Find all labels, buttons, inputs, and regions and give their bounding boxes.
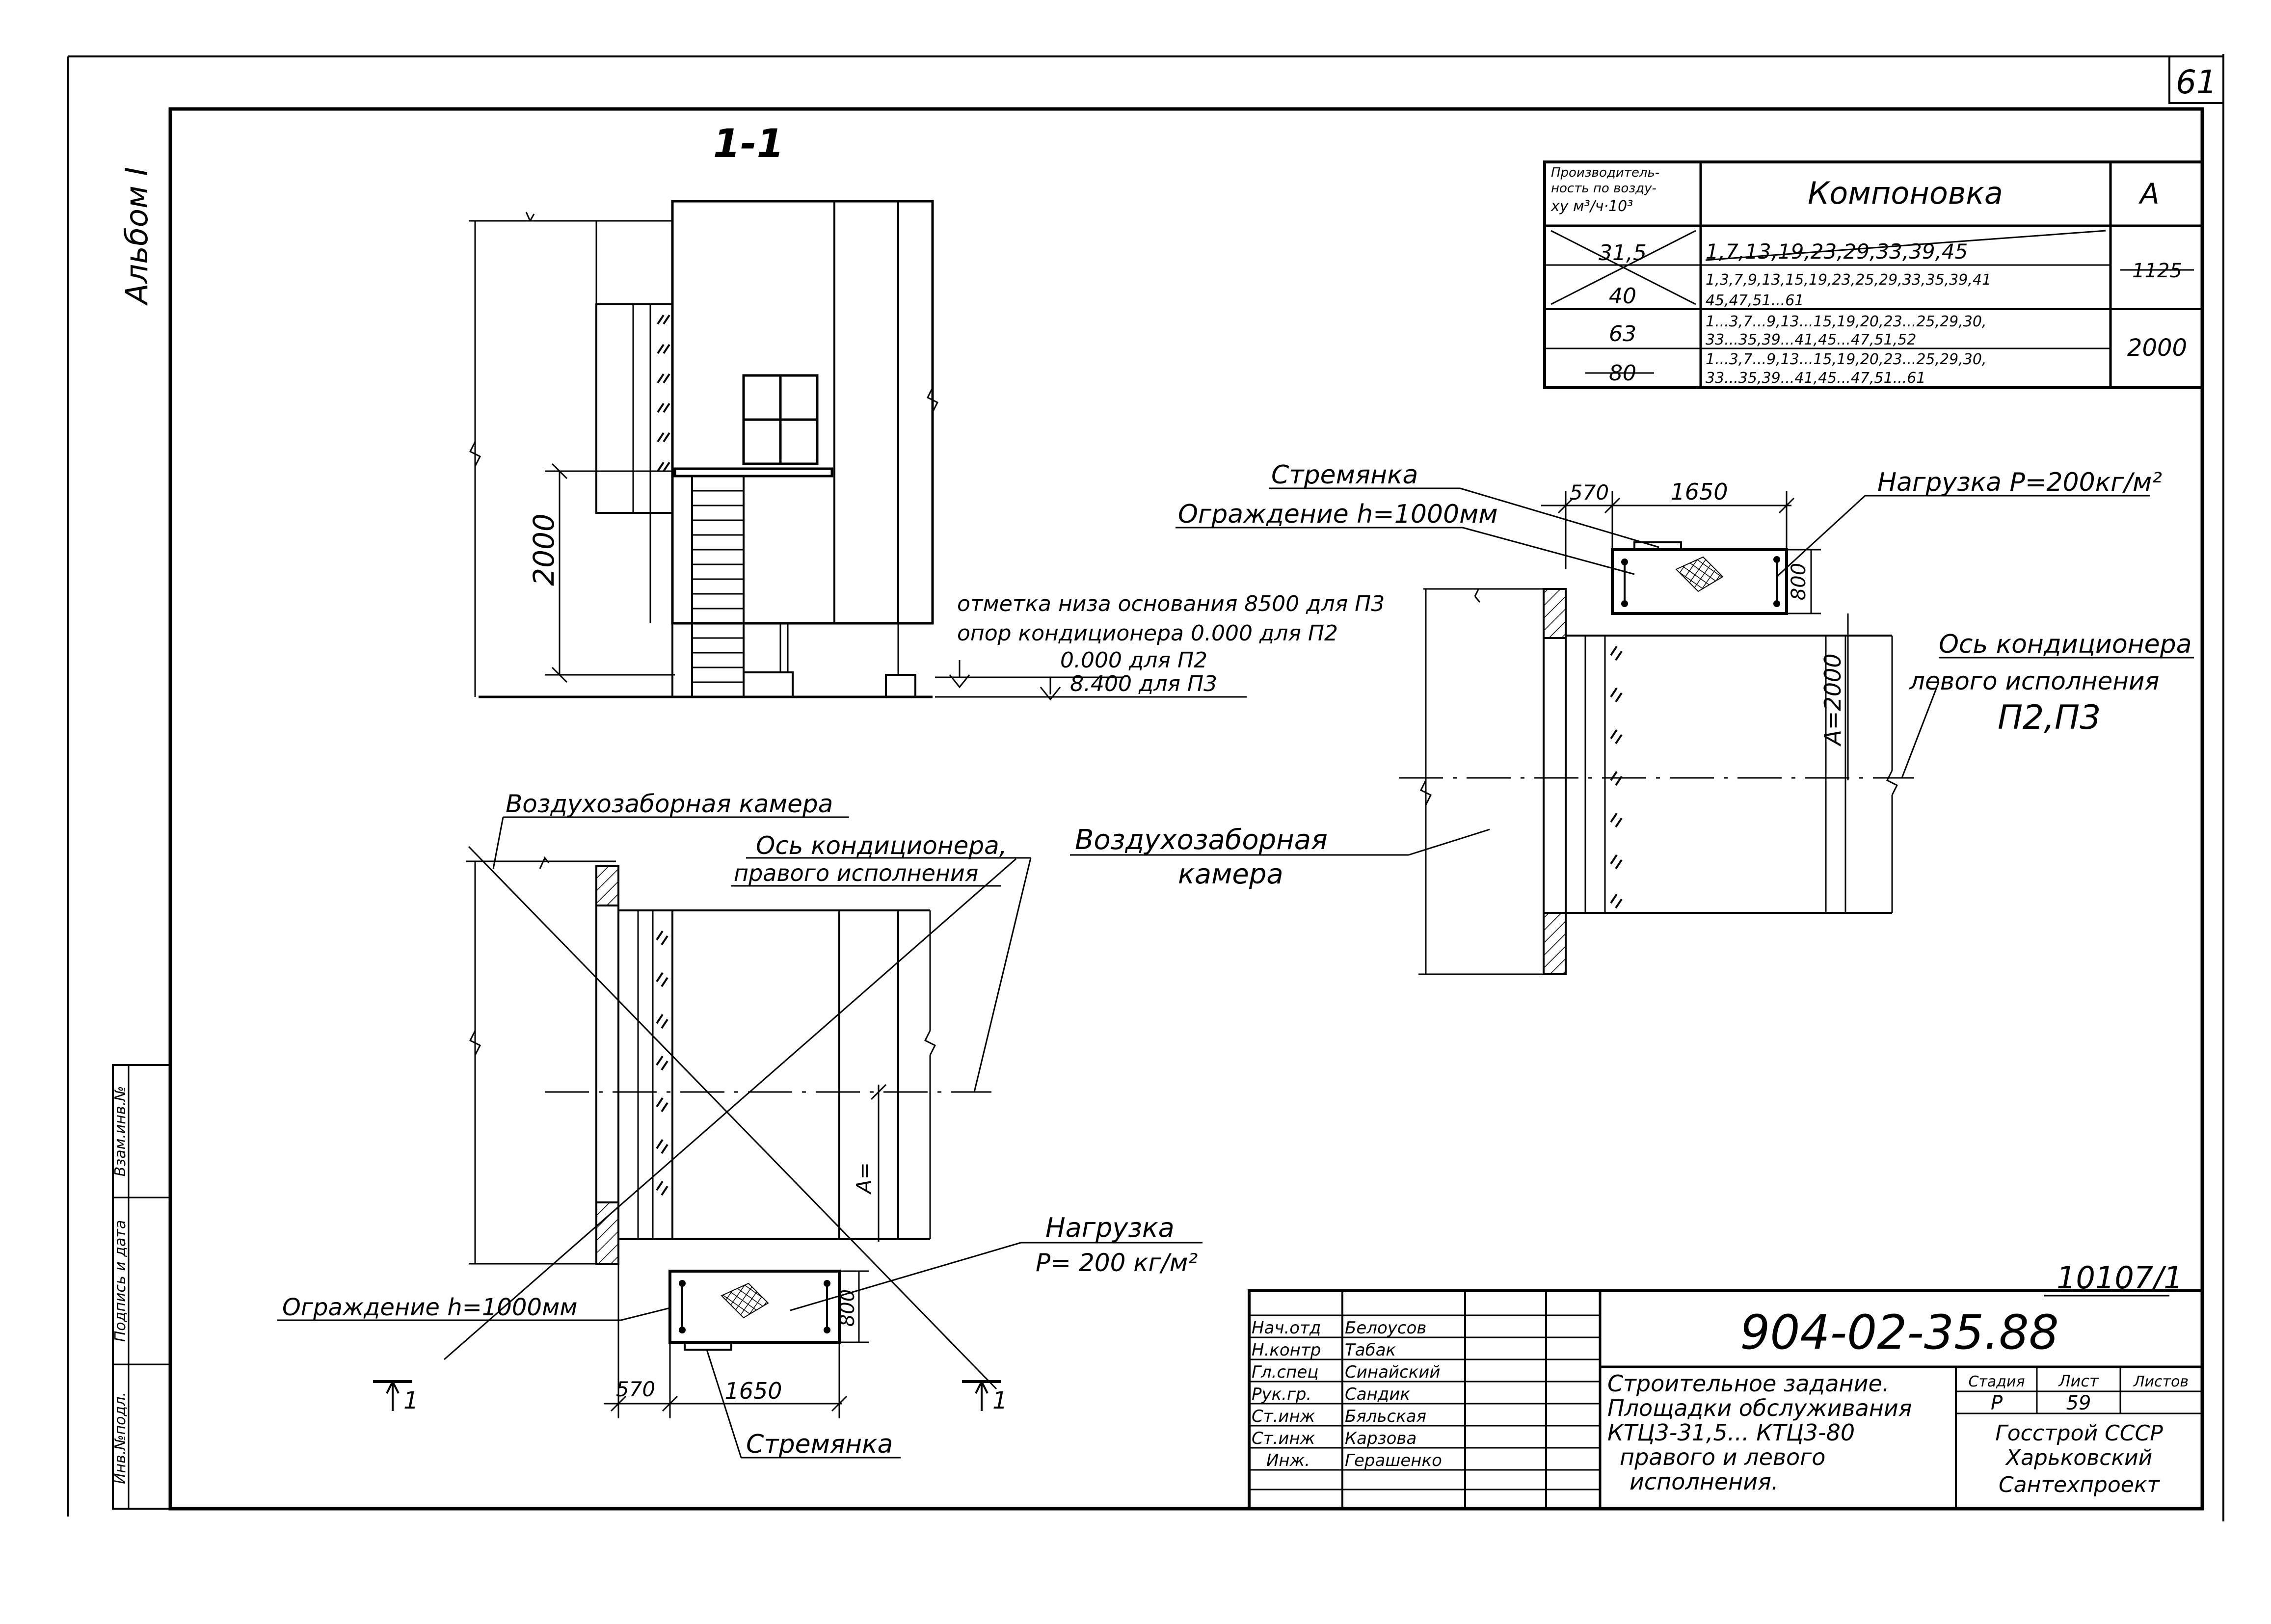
staff-name-6: Карзова (1345, 1429, 1416, 1448)
staff-role-7: Инж. (1266, 1451, 1310, 1470)
title-line-3: КТЦ3-31,5... КТЦ3-80 (1607, 1419, 1855, 1446)
staff-role-5: Ст.инж (1252, 1407, 1315, 1426)
strip-inv-no: Инв.№подл. (112, 1392, 129, 1484)
title-block: 904-02-35.88 Строительное задание. Площа… (1248, 1289, 2204, 1510)
section-label: 1-1 (713, 121, 784, 166)
section-note-4: 8.400 для П3 (1070, 671, 1217, 696)
right-load-label: Нагрузка P=200кг/м² (1877, 468, 2162, 497)
staff-role-2: Н.контр (1252, 1340, 1321, 1360)
staff-name-1: Белоусов (1345, 1318, 1426, 1338)
title-line-5: исполнения. (1630, 1468, 1778, 1495)
row-2-layout-2: 45,47,51...61 (1706, 292, 1804, 309)
left-dim-570: 570 (616, 1377, 655, 1401)
table-header-layout: Компоновка (1808, 175, 2003, 211)
left-binding-strip: Инв.№подл. Подпись и дата Взам.инв.№ (112, 1064, 171, 1510)
staff-role-4: Рук.гр. (1252, 1384, 1311, 1404)
cut-mark-right: 1 (962, 1380, 1008, 1414)
layout-table: Производитель- ность по возду- ху м³/ч·1… (1543, 160, 2204, 389)
row-2-capacity: 40 (1609, 284, 1636, 309)
staff-name-5: Бяльская (1345, 1407, 1426, 1426)
section-note-2: опор кондиционера 0.000 для П2 (957, 621, 1338, 646)
page-number: 61 (2176, 63, 2217, 101)
left-load-line2: P= 200 кг/м² (1036, 1249, 1198, 1277)
left-axis-line1: Ось кондиционера, (756, 831, 1007, 860)
sheet-value: 59 (2066, 1392, 2091, 1414)
table-header-capacity-3: ху м³/ч·10³ (1550, 198, 1633, 215)
row-2-layout-1: 1,3,7,9,13,15,19,23,25,29,33,35,39,41 (1706, 271, 1991, 289)
left-load-line1: Нагрузка (1045, 1212, 1175, 1243)
right-axis-line2: левого исполнения (1909, 667, 2159, 695)
row-3-layout-1: 1...3,7...9,13...15,19,20,23...25,29,30, (1706, 313, 1986, 330)
staff-role-1: Нач.отд (1252, 1318, 1321, 1338)
designation: 904-02-35.88 (1740, 1305, 2059, 1360)
wall-filter-marks (657, 314, 670, 472)
title-line-4: правого и левого (1620, 1444, 1825, 1470)
right-dim-570: 570 (1570, 480, 1609, 505)
table-header-capacity-2: ность по возду- (1551, 181, 1656, 196)
section-note-3: 0.000 для П2 (1060, 648, 1207, 673)
right-ladder-label: Стремянка (1271, 460, 1418, 490)
right-axis-line3: П2,П3 (1998, 698, 2101, 737)
stage-value: Р (1991, 1392, 2003, 1414)
a-value-1: 1125 (2132, 260, 2182, 282)
left-dim-1650: 1650 (724, 1378, 782, 1404)
row-1-capacity: 31,5 (1599, 240, 1647, 266)
section-note-1: отметка низа основания 8500 для П3 (957, 591, 1385, 616)
right-dim-800: 800 (1788, 563, 1810, 600)
right-chamber-line1: Воздухозаборная (1075, 824, 1328, 856)
sheets-header: Листов (2133, 1373, 2189, 1390)
row-1-layout: 1,7,13,19,23,29,33,39,45 (1706, 240, 1968, 264)
left-dim-a: А= (852, 1162, 876, 1195)
cut-right-label: 1 (992, 1387, 1008, 1414)
table-header-capacity-1: Производитель- (1551, 165, 1659, 180)
staff-name-3: Синайский (1345, 1362, 1440, 1382)
left-dim-800: 800 (836, 1289, 859, 1327)
left-chamber-label: Воздухозаборная камера (506, 790, 833, 818)
right-railing-label: Ограждение h=1000мм (1178, 500, 1498, 529)
strip-replaces-inv: Взам.инв.№ (112, 1086, 129, 1177)
plan-left-version: Стремянка Ограждение h=1000мм Нагрузка P… (1070, 460, 2194, 975)
section-ladder (691, 476, 745, 697)
sheet-frame: 61 (67, 54, 2224, 1521)
staff-name-2: Табак (1345, 1340, 1396, 1360)
left-railing-label: Ограждение h=1000мм (282, 1294, 577, 1321)
stage-header: Стадия (1968, 1373, 2025, 1390)
strip-signature-date: Подпись и дата (112, 1220, 129, 1342)
org-line-2: Харьковский (2005, 1445, 2152, 1470)
left-axis-line2: правого исполнения (734, 860, 978, 886)
cut-mark-left: 1 (373, 1380, 419, 1414)
row-4-layout-1: 1...3,7...9,13...15,19,20,23...25,29,30, (1706, 351, 1986, 368)
a-value-2: 2000 (2127, 334, 2187, 362)
staff-role-3: Гл.спец (1252, 1362, 1318, 1382)
row-3-capacity: 63 (1609, 321, 1636, 346)
album-label: Альбом I (119, 167, 155, 306)
table-header-a: А (2138, 177, 2160, 211)
staff-name-4: Сандик (1345, 1384, 1410, 1404)
dim-2000-section: 2000 (527, 513, 561, 586)
staff-name-7: Герашенко (1345, 1451, 1442, 1470)
left-filter-marks (656, 930, 668, 1196)
title-line-2: Площадки обслуживания (1607, 1395, 1912, 1421)
plan-right-version: Воздухозаборная камера Ось кондиционера,… (277, 790, 1202, 1459)
title-line-1: Строительное задание. (1607, 1370, 1889, 1397)
staff-role-6: Ст.инж (1252, 1429, 1315, 1448)
cut-left-label: 1 (403, 1387, 419, 1414)
org-line-3: Сантехпроект (1999, 1472, 2160, 1497)
right-dim-a2000: А=2000 (1819, 653, 1846, 746)
row-3-layout-2: 33...35,39...41,45...47,51,52 (1706, 331, 1916, 348)
sheet-header: Лист (2058, 1372, 2099, 1390)
org-line-1: Госстрой СССР (1995, 1421, 2163, 1446)
left-ladder-label: Стремянка (746, 1430, 893, 1459)
right-axis-line1: Ось кондиционера (1939, 630, 2192, 659)
right-dim-1650: 1650 (1670, 479, 1728, 505)
section-1-1: 1-1 (469, 121, 1385, 701)
right-chamber-line2: камера (1178, 858, 1283, 890)
row-4-layout-2: 33...35,39...41,45...47,51...61 (1706, 370, 1925, 387)
row-4-capacity: 80 (1609, 361, 1636, 386)
